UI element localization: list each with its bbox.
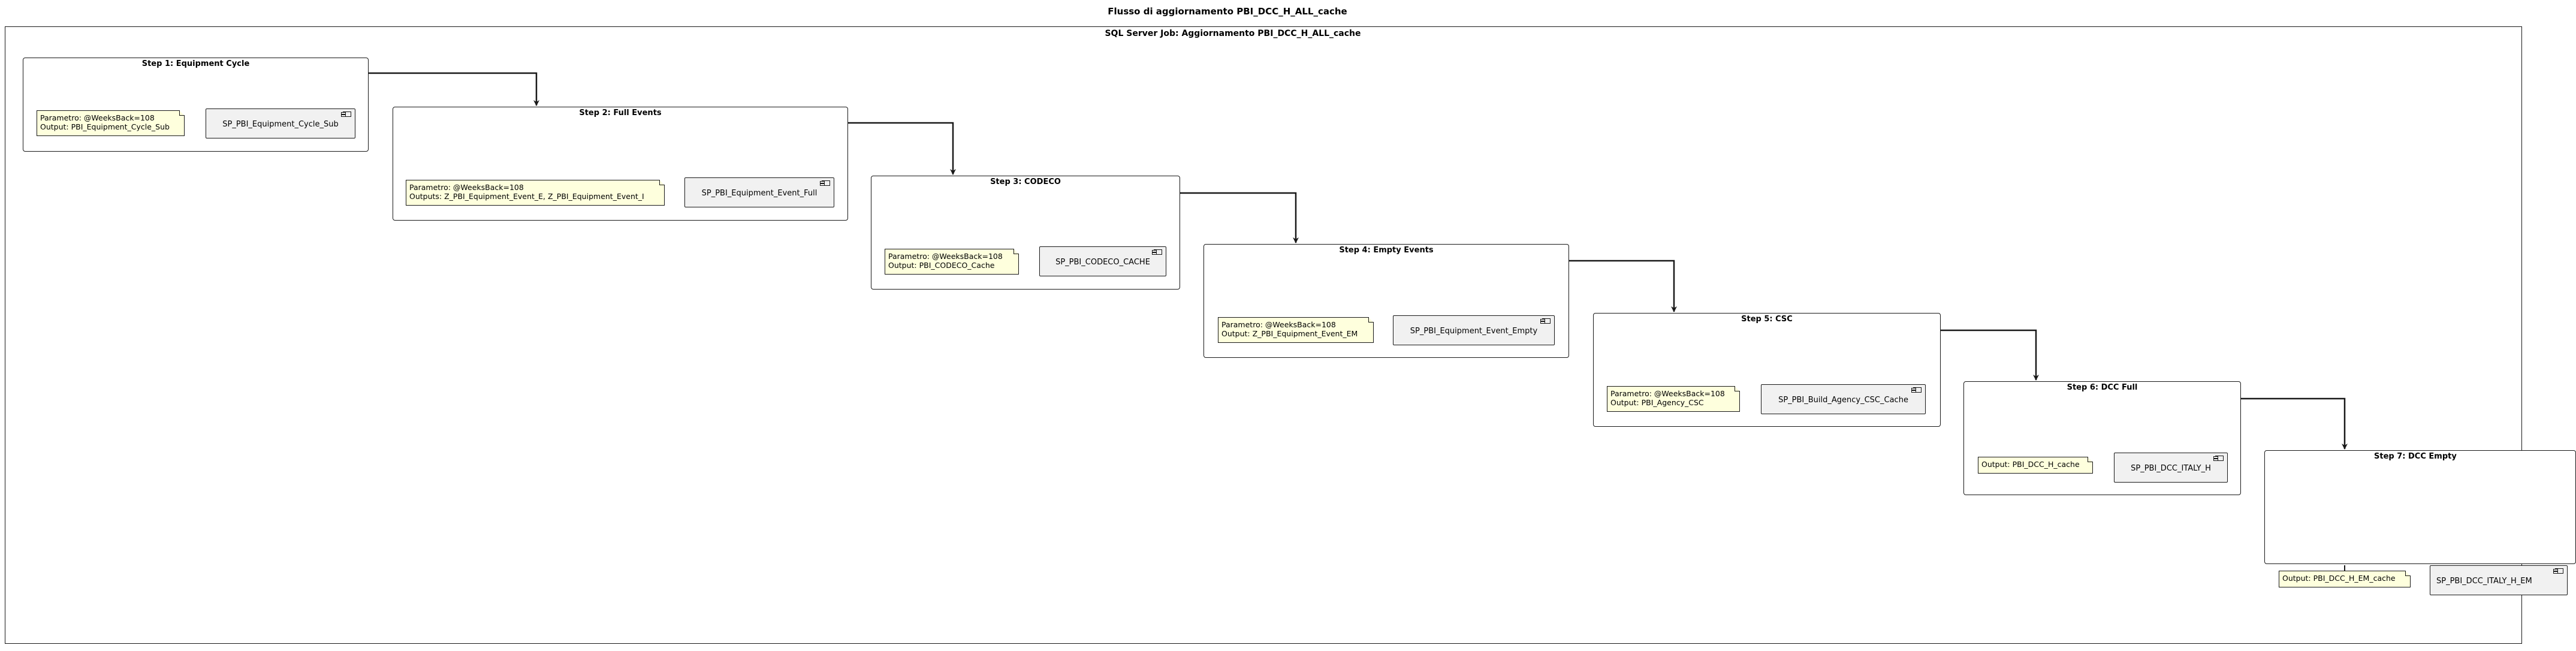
step-title: Step 2: Full Events (579, 108, 662, 117)
note-fold (1735, 386, 1740, 391)
flow-links (111, 72, 2348, 571)
step-title: Step 7: DCC Empty (2374, 452, 2457, 461)
step-title: Step 1: Equipment Cycle (141, 59, 250, 68)
note-line: Parametro: @WeeksBack=108 (409, 183, 524, 192)
note-line: Outputs: Z_PBI_Equipment_Event_E, Z_PBI_… (409, 192, 644, 201)
note-line: Output: PBI_DCC_H_EM_cache (2282, 574, 2396, 583)
component-step-6[interactable]: SP_PBI_DCC_ITALY_H (2114, 453, 2228, 483)
diagram-title: Flusso di aggiornamento PBI_DCC_H_ALL_ca… (1108, 6, 1347, 17)
note-step-4: Parametro: @WeeksBack=108 Output: Z_PBI_… (1218, 317, 1374, 343)
note-step-5: Parametro: @WeeksBack=108 Output: PBI_Ag… (1607, 386, 1740, 412)
arrow-step5-to-step6 (1940, 329, 2039, 381)
note-step-7: Output: PBI_DCC_H_EM_cache (2279, 571, 2411, 587)
step-6-box: Step 6: DCC Full (1963, 381, 2241, 495)
note-fold (1013, 249, 1019, 254)
note-line: Parametro: @WeeksBack=108 (40, 113, 155, 122)
step-title: Step 3: CODECO (990, 177, 1061, 186)
component-icon (2213, 456, 2224, 461)
component-label: SP_PBI_DCC_ITALY_H_EM (2436, 577, 2532, 586)
component-label: SP_PBI_Equipment_Cycle_Sub (222, 120, 339, 129)
note-line: Output: Z_PBI_Equipment_Event_EM (1221, 329, 1358, 338)
component-icon (2553, 568, 2563, 574)
arrow-step6-to-step7 (2240, 397, 2348, 450)
job-title: SQL Server Job: Aggiornamento PBI_DCC_H_… (1105, 29, 1361, 38)
component-step-4[interactable]: SP_PBI_Equipment_Event_Empty (1393, 315, 1555, 345)
component-icon (1911, 387, 1922, 393)
component-step-2[interactable]: SP_PBI_Equipment_Event_Full (684, 177, 834, 207)
step-title: Step 5: CSC (1741, 315, 1793, 324)
arrow-step1-to-step2 (368, 72, 539, 106)
arrow-step3-to-step4 (1180, 192, 1299, 243)
component-icon (820, 180, 830, 186)
component-label: SP_PBI_Equipment_Event_Empty (1410, 327, 1538, 336)
note-line: Output: PBI_CODECO_Cache (888, 261, 995, 270)
note-step-1: Parametro: @WeeksBack=108 Output: PBI_Eq… (37, 110, 185, 136)
step-7-box: Step 7: DCC Empty (2264, 450, 2576, 564)
component-label: SP_PBI_CODECO_CACHE (1055, 258, 1150, 267)
note-fold (2405, 571, 2411, 576)
note-line: Output: PBI_Agency_CSC (1610, 398, 1704, 407)
component-icon (1152, 249, 1162, 255)
component-step-5[interactable]: SP_PBI_Build_Agency_CSC_Cache (1761, 384, 1926, 414)
note-line: Output: PBI_DCC_H_cache (1981, 460, 2080, 469)
component-icon (341, 111, 351, 117)
step-title: Step 4: Empty Events (1339, 246, 1434, 255)
component-step-3[interactable]: SP_PBI_CODECO_CACHE (1039, 246, 1166, 276)
note-fold (659, 180, 665, 185)
note-line: Parametro: @WeeksBack=108 (888, 252, 1003, 261)
step-title: Step 6: DCC Full (2067, 383, 2138, 392)
component-label: SP_PBI_Build_Agency_CSC_Cache (1778, 396, 1908, 405)
component-step-7[interactable]: SP_PBI_DCC_ITALY_H_EM (2430, 565, 2568, 595)
note-fold (2088, 457, 2093, 462)
component-label: SP_PBI_Equipment_Event_Full (701, 189, 818, 198)
note-step-6: Output: PBI_DCC_H_cache (1978, 457, 2093, 474)
note-line: Output: PBI_Equipment_Cycle_Sub (40, 122, 170, 131)
note-fold (1368, 317, 1374, 323)
arrow-step4-to-step5 (1568, 260, 1677, 312)
component-icon (1540, 318, 1551, 324)
note-line: Parametro: @WeeksBack=108 (1221, 320, 1336, 329)
note-step-3: Parametro: @WeeksBack=108 Output: PBI_CO… (885, 249, 1019, 275)
note-step-2: Parametro: @WeeksBack=108 Outputs: Z_PBI… (406, 180, 665, 206)
component-step-1[interactable]: SP_PBI_Equipment_Cycle_Sub (206, 108, 355, 138)
note-line: Parametro: @WeeksBack=108 (1610, 389, 1725, 398)
component-label: SP_PBI_DCC_ITALY_H (2131, 464, 2211, 473)
arrow-step2-to-step3 (847, 122, 956, 175)
note-fold (179, 110, 185, 116)
